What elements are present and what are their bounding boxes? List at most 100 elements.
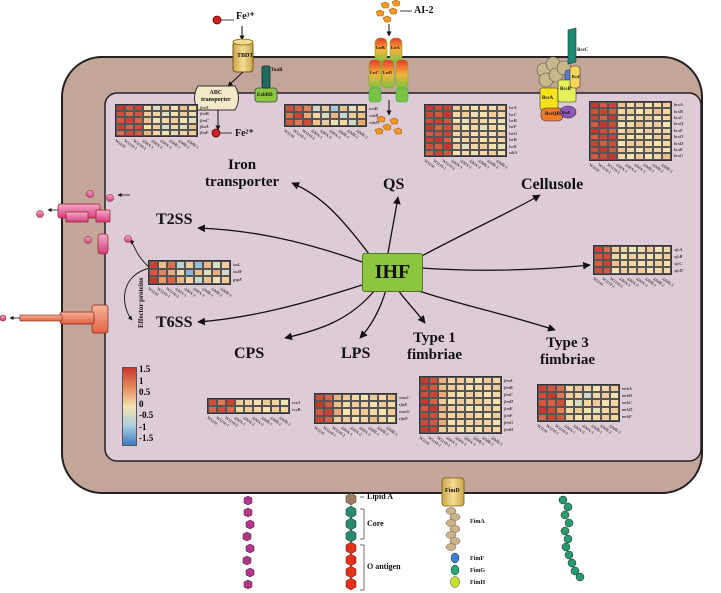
heatmap-cell — [188, 105, 197, 112]
heatmap-cell — [170, 117, 179, 124]
heatmap-cell — [653, 102, 662, 109]
heatmap-cell — [262, 406, 271, 413]
heatmap-cell — [470, 136, 479, 144]
heatmap-cell — [149, 268, 158, 276]
heatmap-cell — [590, 102, 599, 109]
heatmap-cell — [324, 394, 333, 402]
color-scale-legend — [122, 367, 137, 446]
label-lsra: LsrA — [391, 45, 400, 50]
heatmap-cell — [497, 117, 506, 125]
heatmap-cell — [185, 261, 194, 269]
heatmap-cell — [434, 117, 443, 125]
heatmap-cell — [170, 111, 179, 118]
heatmap-cell — [321, 119, 330, 126]
heatmap-cell — [626, 114, 635, 122]
arrow-to-type3 — [415, 289, 556, 332]
heatmap-cell — [608, 153, 617, 160]
heatmap-cell — [492, 412, 501, 419]
heatmap-grid — [207, 398, 290, 414]
arrow-to-type1 — [397, 289, 426, 324]
legend-tick: 0 — [139, 398, 144, 409]
label-bcsf: BcsF — [572, 74, 581, 79]
heatmap-cell — [152, 111, 161, 118]
heatmap-cell — [574, 413, 583, 421]
heatmap-cell — [556, 406, 565, 414]
heatmap-cell — [226, 399, 235, 406]
heatmap-cell — [253, 406, 262, 413]
heatmap-cell — [610, 392, 619, 400]
heatmap-cell — [628, 260, 637, 267]
heatmap-cell — [438, 384, 447, 391]
legend-tick: 1 — [139, 375, 144, 386]
qs-apparatus — [368, 0, 412, 135]
heatmap-cell — [452, 105, 461, 112]
heatmap-cell — [556, 385, 565, 393]
heatmap-cell — [583, 413, 592, 421]
heatmap-cell — [654, 267, 663, 274]
heatmap-cell — [611, 246, 620, 253]
heatmap-cell — [470, 117, 479, 125]
heatmap-cell — [452, 124, 461, 131]
abc-transporter-shape — [194, 85, 239, 111]
heatmap-cell — [339, 105, 348, 112]
heatmap-cell — [176, 268, 185, 276]
heatmap-cell — [434, 111, 443, 118]
arrow-to-iron-transporter — [291, 182, 373, 259]
heatmap-cell — [143, 111, 152, 118]
label-lipid-a: Lipid A — [367, 492, 394, 501]
heatmap-cell — [303, 119, 312, 126]
arrow-to-t2ss — [197, 224, 363, 263]
heatmap-cell — [461, 136, 470, 144]
heatmap-cell — [434, 149, 443, 157]
heatmap-cell — [470, 111, 479, 118]
heatmap-cell — [312, 105, 321, 112]
heatmap-cell — [662, 102, 671, 109]
heatmap-cell — [447, 391, 456, 398]
heatmap-cell — [420, 426, 429, 433]
bcsc-shape — [567, 27, 577, 65]
heatmap-cell — [369, 408, 378, 416]
ai2-cluster-bottom — [374, 115, 403, 135]
ai2-cluster-top — [375, 0, 401, 23]
heatmap-cell — [226, 406, 235, 413]
heatmap-cell — [212, 261, 221, 269]
heatmap-cell — [483, 377, 492, 384]
heatmap-cell — [602, 267, 612, 274]
heatmap-cell — [590, 133, 599, 141]
heatmap-cell — [125, 117, 134, 124]
heatmap-cell — [330, 112, 339, 119]
type1-fimbriae-structure — [441, 477, 465, 588]
heatmap-cell — [628, 267, 637, 274]
heatmap-cell — [653, 121, 662, 128]
heatmap-cell — [217, 406, 226, 413]
legend-tick: -0.5 — [139, 410, 154, 420]
heatmap-cell — [294, 105, 303, 112]
heatmap-cell — [594, 260, 603, 267]
heatmap-cell — [602, 246, 612, 253]
heatmap-cell — [465, 377, 474, 384]
heatmap-cell — [387, 408, 396, 416]
heatmap-cell — [574, 406, 583, 414]
heatmap-cell — [636, 267, 646, 274]
heatmap-cell — [479, 136, 488, 144]
heatmap-cell — [483, 426, 492, 433]
heatmap-cell — [645, 267, 655, 274]
heatmap-cell — [653, 108, 662, 115]
heatmap-cell — [662, 140, 671, 147]
heatmap-cell — [348, 119, 357, 126]
heatmap-cell — [479, 124, 488, 131]
heatmap-cell — [339, 119, 348, 126]
heatmap-cell — [360, 401, 369, 409]
heatmap-cell — [594, 253, 603, 260]
heatmap-cell — [635, 153, 644, 160]
arrow-to-t6ss — [197, 284, 363, 326]
heatmap-cell — [443, 124, 452, 131]
heatmap-cell — [590, 114, 599, 122]
heatmap-cell — [212, 276, 221, 284]
heatmap-cell — [161, 111, 170, 118]
heatmap-cell — [644, 140, 653, 147]
heatmap-cell — [342, 394, 351, 402]
heatmap-cell — [474, 419, 483, 426]
heatmap-cell — [653, 114, 662, 122]
heatmap-cell — [590, 108, 599, 115]
